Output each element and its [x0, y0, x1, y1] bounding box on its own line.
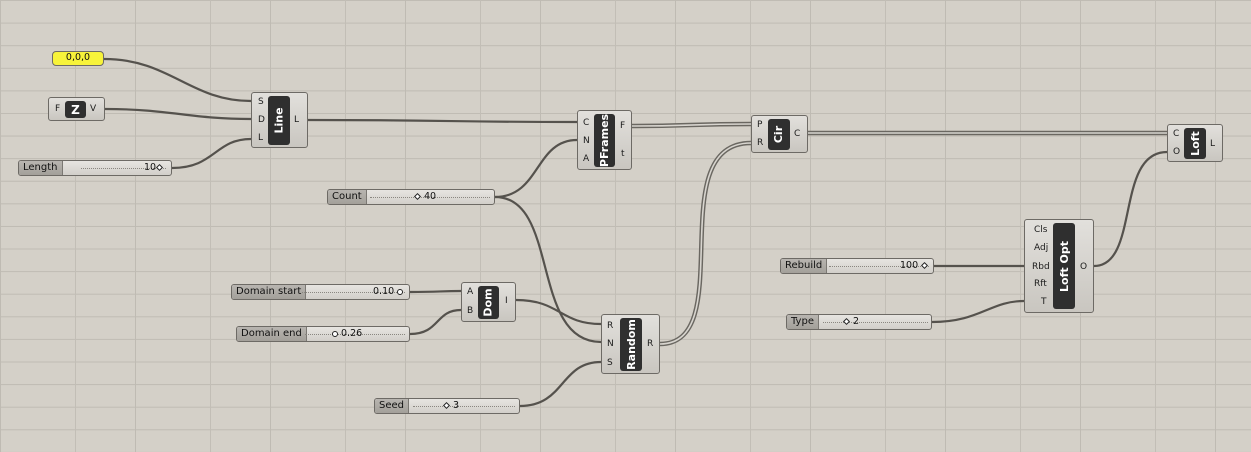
component-label: Random — [624, 319, 638, 370]
circle-component[interactable]: P R Cir C — [751, 115, 808, 153]
loft-options-component[interactable]: Cls Adj Rbd Rft T Loft Opt O — [1024, 219, 1094, 313]
slider-value: 100 — [900, 260, 919, 271]
component-core: Random — [620, 318, 642, 371]
input-n: N — [607, 339, 614, 349]
length-slider[interactable]: Length 10 — [18, 160, 172, 176]
input-r: R — [757, 138, 764, 148]
slider-value: 10 — [144, 162, 157, 173]
domain-start-slider[interactable]: Domain start 0.10 — [231, 284, 410, 300]
component-core: Z — [65, 101, 86, 118]
slider-knob[interactable] — [842, 317, 851, 326]
output-r: R — [647, 339, 654, 349]
component-core: Loft Opt — [1053, 223, 1075, 309]
input-rbd: Rbd — [1032, 262, 1050, 272]
loft-component[interactable]: C O Loft L — [1167, 124, 1223, 162]
input-o: O — [1173, 147, 1181, 157]
input-rft: Rft — [1034, 279, 1047, 289]
component-label: Loft — [1188, 131, 1202, 156]
input-d: D — [258, 115, 265, 125]
count-slider[interactable]: Count 40 — [327, 189, 495, 205]
input-s: S — [258, 97, 264, 107]
input-cls: Cls — [1034, 225, 1048, 235]
component-label: Z — [71, 102, 80, 117]
slider-knob[interactable] — [155, 163, 164, 172]
line-component[interactable]: S D L Line L — [251, 92, 308, 148]
component-label: Cir — [772, 125, 786, 144]
unit-z-component[interactable]: F Z V — [48, 97, 105, 121]
slider-label: Rebuild — [781, 259, 828, 273]
component-core: Loft — [1184, 128, 1206, 159]
slider-label: Length — [19, 161, 63, 175]
rebuild-slider[interactable]: Rebuild 100 — [780, 258, 934, 274]
slider-label: Domain start — [232, 285, 307, 299]
slider-label: Domain end — [237, 327, 307, 341]
input-n: N — [583, 136, 590, 146]
input-f: F — [55, 104, 61, 114]
output-l: L — [294, 115, 300, 125]
input-t: T — [1041, 297, 1047, 307]
slider-value: 0.10 — [373, 286, 395, 297]
input-a: A — [583, 154, 590, 164]
slider-value: 0.26 — [341, 328, 363, 339]
component-label: PFrames — [598, 113, 612, 168]
pframes-component[interactable]: C N A PFrames F t — [577, 110, 632, 170]
output-t: t — [621, 149, 625, 159]
component-label: Dom — [482, 288, 495, 317]
input-b: B — [467, 306, 474, 316]
type-slider[interactable]: Type 2 — [786, 314, 932, 330]
input-l: L — [258, 133, 264, 143]
seed-slider[interactable]: Seed 3 — [374, 398, 520, 414]
component-core: PFrames — [594, 114, 615, 167]
point-panel[interactable]: 0,0,0 — [52, 51, 104, 66]
domain-component[interactable]: A B Dom I — [461, 282, 516, 322]
output-v: V — [90, 104, 97, 114]
component-label: Loft Opt — [1057, 240, 1071, 292]
input-s: S — [607, 358, 613, 368]
slider-value: 3 — [453, 400, 460, 411]
input-c: C — [583, 118, 590, 128]
component-core: Line — [268, 96, 290, 145]
slider-label: Type — [787, 315, 819, 329]
slider-label: Count — [328, 190, 367, 204]
input-p: P — [757, 120, 763, 130]
slider-value: 2 — [853, 316, 860, 327]
output-i: I — [505, 296, 508, 306]
input-adj: Adj — [1034, 243, 1049, 253]
slider-value: 40 — [424, 191, 437, 202]
slider-knob[interactable] — [413, 192, 422, 201]
slider-label: Seed — [375, 399, 409, 413]
output-o: O — [1080, 262, 1088, 272]
output-c: C — [794, 129, 801, 139]
slider-knob[interactable] — [920, 261, 929, 270]
input-r: R — [607, 321, 614, 331]
input-c: C — [1173, 129, 1180, 139]
input-a: A — [467, 287, 474, 297]
domain-end-slider[interactable]: Domain end 0.26 — [236, 326, 410, 342]
component-label: Line — [272, 107, 286, 134]
component-core: Dom — [478, 286, 499, 319]
panel-text: 0,0,0 — [65, 52, 91, 63]
output-f: F — [620, 121, 626, 131]
component-core: Cir — [768, 119, 790, 150]
slider-knob[interactable] — [442, 401, 451, 410]
random-component[interactable]: R N S Random R — [601, 314, 660, 374]
slider-knob[interactable] — [332, 331, 338, 337]
output-l: L — [1210, 139, 1216, 149]
slider-knob[interactable] — [397, 289, 403, 295]
